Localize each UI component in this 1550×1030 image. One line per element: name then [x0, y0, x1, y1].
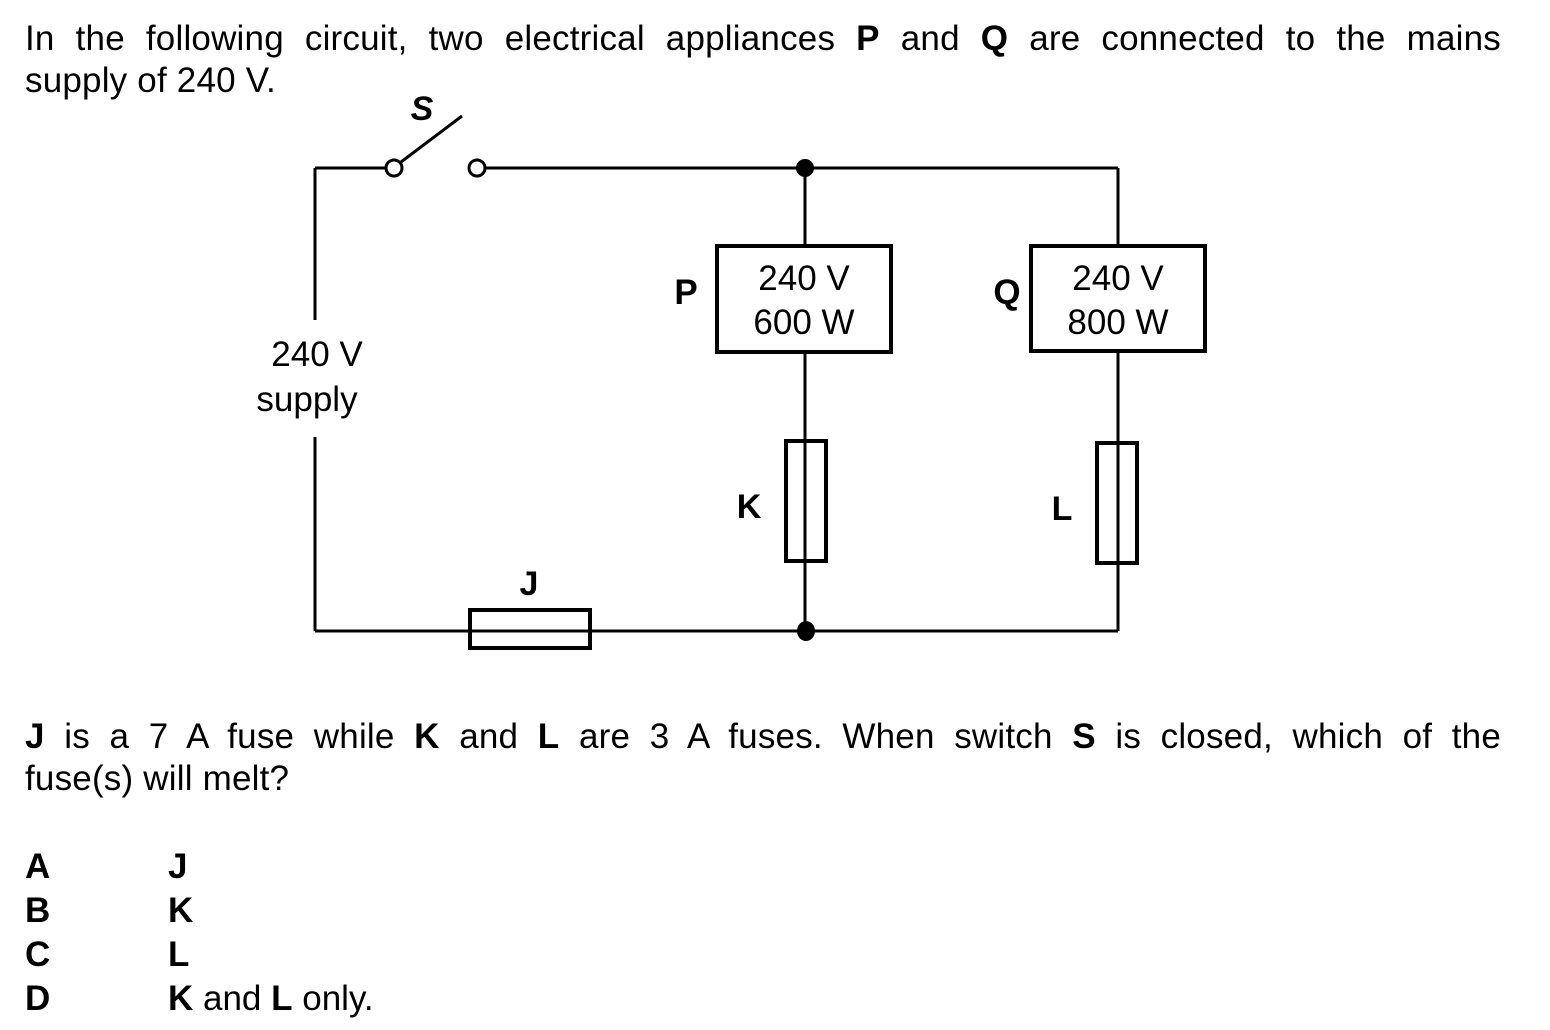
- fuse-j: [468, 608, 592, 650]
- option-answer: K and L only.: [168, 977, 374, 1021]
- intro-line-2: supply of 240 V.: [25, 61, 276, 100]
- answer-options: A J B K C L D K and L only.: [25, 845, 374, 1021]
- circuit-diagram: S 240 V supply P 240 V 600 W Q 240 V 800…: [256, 90, 1207, 650]
- appliance-q-power: 800 W: [1067, 303, 1168, 342]
- junction-top: [796, 159, 814, 177]
- option-answer-text: only.: [292, 979, 374, 1018]
- option-answer-text: and: [193, 979, 272, 1018]
- question-paragraph: J is a 7 A fuse while K and L are 3 A fu…: [25, 716, 1501, 800]
- question-text: is a 7 A fuse while: [44, 717, 415, 756]
- option-letter: C: [25, 935, 51, 974]
- appliance-p-power: 600 W: [753, 303, 854, 342]
- appliance-p-box: [715, 244, 893, 354]
- intro-text: In the following circuit, two electrical…: [25, 19, 857, 58]
- option-answer-bold: K: [168, 891, 194, 930]
- intro-line-1: In the following circuit, two electrical…: [25, 18, 1501, 60]
- option-answer-bold: J: [168, 847, 188, 886]
- supply-label-text: supply: [256, 380, 358, 419]
- fuse-l-ref: L: [537, 717, 560, 756]
- appliance-q-voltage: 240 V: [1072, 259, 1164, 298]
- fuse-k-ref: K: [414, 717, 440, 756]
- fuse-j-ref: J: [25, 717, 45, 756]
- appliance-p-label: P: [674, 273, 697, 312]
- option-answer: J: [168, 845, 187, 889]
- appliance-q-ref: Q: [980, 19, 1009, 58]
- option-letter: A: [25, 847, 51, 886]
- appliance-p-voltage: 240 V: [758, 259, 850, 298]
- appliance-q-box: [1029, 244, 1207, 353]
- fuse-l-label: L: [1052, 490, 1073, 528]
- switch-terminal-right: [467, 158, 487, 178]
- fuse-k-label: K: [737, 488, 762, 526]
- option-answer: K: [168, 889, 193, 933]
- question-text: and: [439, 717, 538, 756]
- switch-terminal-left: [384, 158, 404, 178]
- question-text: is closed, which of the: [1095, 717, 1501, 756]
- option-answer-bold: L: [168, 935, 190, 974]
- intro-text: and: [879, 19, 981, 58]
- option-a[interactable]: A J: [25, 845, 374, 889]
- switch-blade: [400, 114, 463, 164]
- option-answer: L: [168, 933, 189, 977]
- junction-bottom: [797, 621, 815, 641]
- fuse-j-label: J: [520, 565, 539, 603]
- option-answer-bold: L: [271, 979, 293, 1018]
- question-line-2: fuse(s) will melt?: [25, 759, 290, 798]
- option-b[interactable]: B K: [25, 889, 374, 933]
- option-d[interactable]: D K and L only.: [25, 977, 374, 1021]
- question-text: are 3 A fuses. When switch: [559, 717, 1073, 756]
- question-line-1: J is a 7 A fuse while K and L are 3 A fu…: [25, 716, 1501, 758]
- switch-label: S: [411, 90, 434, 128]
- switch-s-ref: S: [1072, 717, 1096, 756]
- option-letter: D: [25, 979, 51, 1018]
- intro-paragraph: In the following circuit, two electrical…: [25, 18, 1501, 102]
- supply-label-voltage: 240 V: [271, 335, 363, 374]
- appliance-p-ref: P: [856, 19, 880, 58]
- intro-text: are connected to the mains: [1008, 19, 1501, 58]
- option-answer-bold: K: [168, 979, 194, 1018]
- option-c[interactable]: C L: [25, 933, 374, 977]
- appliance-q-label: Q: [993, 273, 1020, 312]
- option-letter: B: [25, 891, 51, 930]
